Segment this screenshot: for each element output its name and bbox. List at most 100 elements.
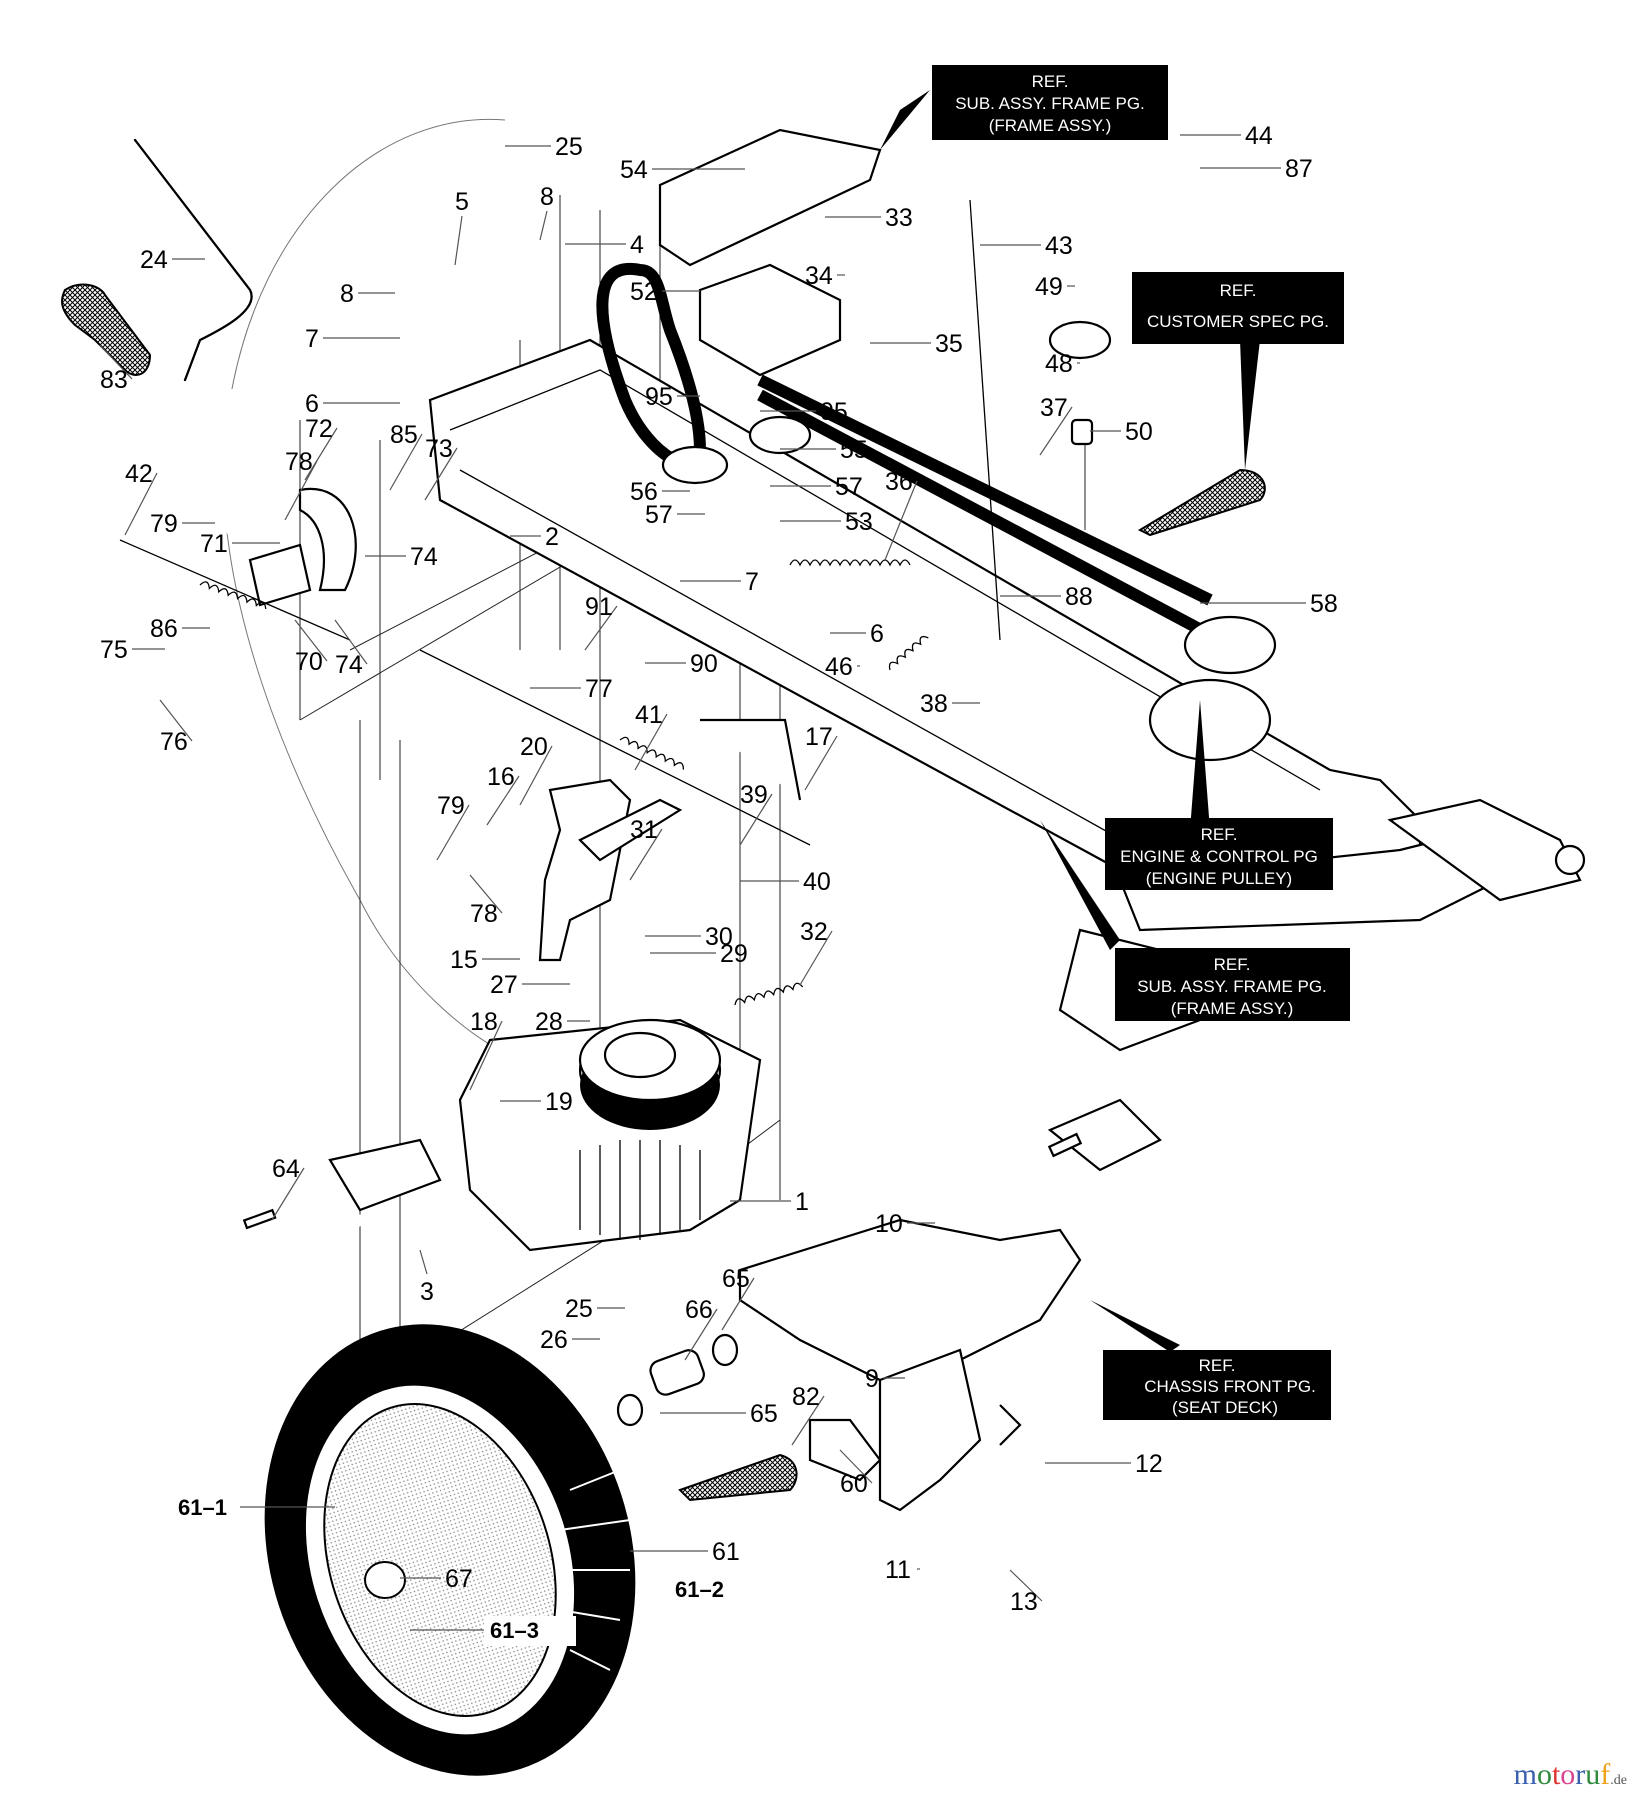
brand-letter: u: [1585, 1758, 1601, 1791]
leader-line: [634, 713, 668, 771]
control-rod-main: [419, 649, 811, 846]
callout-41: 41: [635, 701, 663, 729]
ref-line: REF.: [1220, 281, 1257, 300]
callout-36: 36: [885, 468, 913, 496]
spring-41: [619, 736, 685, 770]
callout-64: 64: [272, 1155, 300, 1183]
callout-24: 24: [140, 246, 168, 274]
control-plate: [298, 487, 357, 592]
ref-line: SUB. ASSY. FRAME PG.: [1137, 977, 1327, 996]
rod-42: [119, 539, 351, 641]
callout-77: 77: [585, 675, 613, 703]
callout-42: 42: [125, 460, 153, 488]
leader-line: [436, 804, 470, 861]
leader-line: [304, 427, 338, 481]
leader-line: [389, 433, 423, 491]
callout-46: 46: [825, 653, 853, 681]
callout-44: 44: [1245, 122, 1273, 150]
pedal-customer-spec: [1137, 468, 1266, 537]
callout-95: 95: [820, 398, 848, 426]
callout-90: 90: [690, 650, 718, 678]
callout-9: 9: [865, 1365, 879, 1393]
callout-15: 15: [450, 946, 478, 974]
callout-61-2: 61–2: [675, 1577, 724, 1602]
callout-25: 25: [565, 1295, 593, 1323]
callout-57: 57: [645, 501, 673, 529]
transaxle: [234, 1018, 762, 1296]
callout-8: 8: [340, 280, 354, 308]
callout-26: 26: [540, 1326, 568, 1354]
callout-6: 6: [870, 620, 884, 648]
watermark-logo: motoruf.de: [1514, 1758, 1627, 1792]
callout-17: 17: [805, 723, 833, 751]
callout-78: 78: [470, 900, 498, 928]
leader-line: [334, 619, 368, 665]
callout-40: 40: [803, 868, 831, 896]
callout-56: 56: [630, 478, 658, 506]
ref-line: (FRAME ASSY.): [989, 116, 1112, 135]
callout-33: 33: [885, 204, 913, 232]
control-bracket: [248, 543, 312, 607]
callout-67: 67: [445, 1565, 473, 1593]
callout-19: 19: [545, 1088, 573, 1116]
callout-52: 52: [630, 278, 658, 306]
leader-line: [584, 605, 618, 651]
callout-66: 66: [685, 1296, 713, 1324]
bushing-66: [649, 1349, 705, 1396]
callout-74: 74: [410, 543, 438, 571]
leader-line: [791, 1395, 825, 1446]
callout-28: 28: [535, 1008, 563, 1036]
callout-95: 95: [645, 383, 673, 411]
callout-31: 31: [630, 816, 658, 844]
callout-85: 85: [390, 421, 418, 449]
bracket-9: [878, 1348, 982, 1512]
brand-tld: .de: [1610, 1773, 1627, 1788]
leader-line: [284, 460, 318, 521]
leader-line: [884, 480, 918, 561]
callout-13: 13: [1010, 1588, 1038, 1616]
ref-box-frame-top: REF. SUB. ASSY. FRAME PG. (FRAME ASSY.): [880, 65, 1168, 150]
callout-30: 30: [705, 923, 733, 951]
callout-65: 65: [722, 1265, 750, 1293]
ref-box-chassis-front: REF. CHASSIS FRONT PG. (SEAT DECK): [1090, 1300, 1331, 1420]
ref-line: REF.: [1201, 825, 1238, 844]
callout-72: 72: [305, 415, 333, 443]
spring-32: [734, 982, 804, 1006]
ref-box-frame-mid: REF. SUB. ASSY. FRAME PG. (FRAME ASSY.): [1040, 820, 1350, 1021]
callout-3: 3: [420, 1278, 434, 1306]
callout-8: 8: [540, 183, 554, 211]
callout-35: 35: [935, 330, 963, 358]
callout-91: 91: [585, 593, 613, 621]
idler-bracket: [698, 263, 842, 377]
callout-60: 60: [840, 1470, 868, 1498]
callout-71: 71: [200, 530, 228, 558]
callout-29: 29: [720, 940, 748, 968]
callout-49: 49: [1035, 273, 1063, 301]
leader-line: [159, 699, 193, 742]
callout-53: 53: [845, 508, 873, 536]
ref-box-engine-control: REF. ENGINE & CONTROL PG (ENGINE PULLEY): [1105, 700, 1333, 890]
top-plate: [658, 128, 882, 267]
ref-box-customer-spec: REF. CUSTOMER SPEC PG.: [1132, 272, 1344, 470]
callout-61-3: 61–3: [490, 1618, 539, 1643]
brand-letter: o: [1536, 1758, 1552, 1791]
callout-74: 74: [335, 651, 363, 679]
leader-line: [1009, 1569, 1043, 1602]
cable-arc: [223, 118, 521, 1061]
callout-73: 73: [425, 435, 453, 463]
callout-7: 7: [745, 568, 759, 596]
callout-79: 79: [437, 792, 465, 820]
rod-12: [999, 1404, 1022, 1446]
callout-37: 37: [1040, 394, 1068, 422]
pedal-60: [808, 1418, 882, 1482]
callout-2: 2: [545, 523, 559, 551]
callout-61-1: 61–1: [178, 1495, 227, 1520]
leader-line: [419, 1249, 428, 1275]
brand-letter: o: [1560, 1758, 1576, 1791]
callout-50: 50: [1125, 418, 1153, 446]
washer-65-a: [711, 1333, 739, 1367]
callout-61: 61: [712, 1538, 740, 1566]
leader-line: [629, 828, 663, 881]
callout-18: 18: [470, 1008, 498, 1036]
